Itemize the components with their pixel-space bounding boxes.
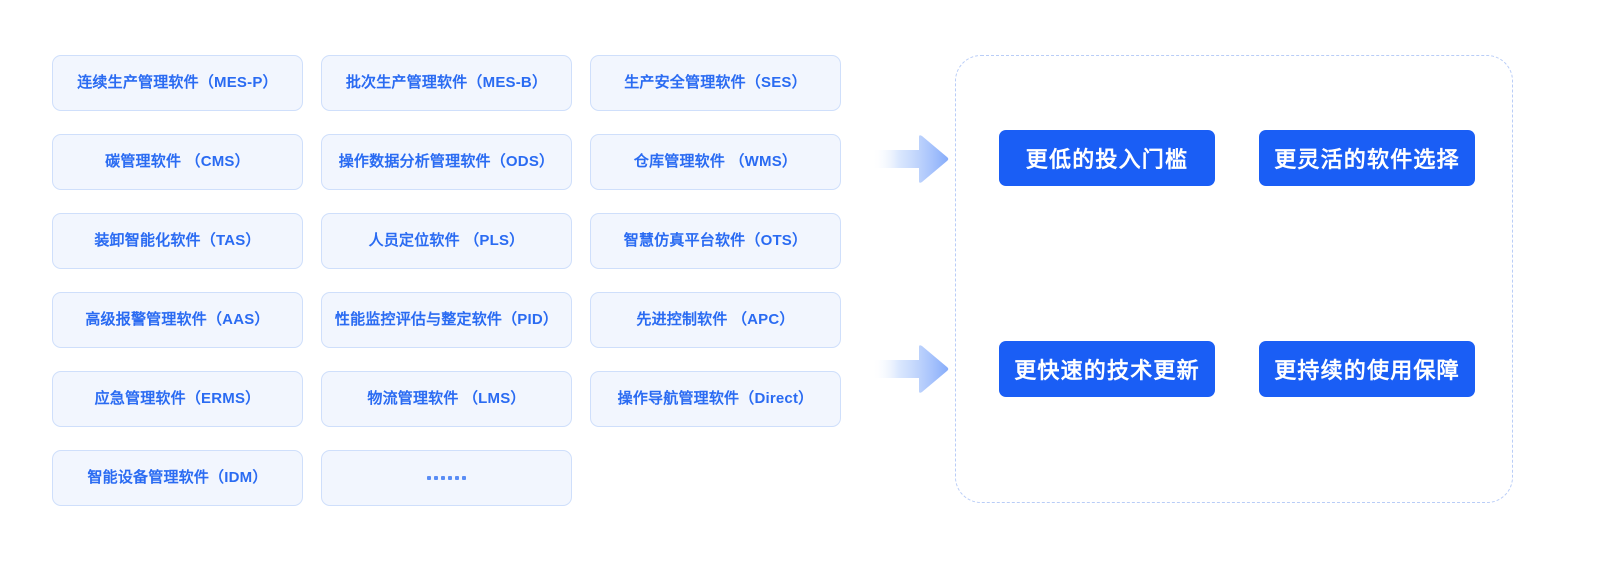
value-chip[interactable]: 更低的投入门槛 <box>999 130 1215 186</box>
software-card-label: 生产安全管理软件（SES） <box>624 74 807 91</box>
ellipsis-icon <box>427 476 466 480</box>
value-chip-label: 更持续的使用保障 <box>1274 358 1460 383</box>
software-card-label: 智慧仿真平台软件（OTS） <box>623 232 808 249</box>
software-card-label: 批次生产管理软件（MES-B） <box>345 74 548 91</box>
value-chip-grid: 更低的投入门槛 更灵活的软件选择更快速的技术更新 更持续的使用保障 <box>999 130 1475 397</box>
software-card[interactable]: 高级报警管理软件（AAS） <box>52 292 303 348</box>
software-card[interactable]: 连续生产管理软件（MES-P） <box>52 55 303 111</box>
software-card[interactable]: 应急管理软件（ERMS） <box>52 371 303 427</box>
value-chip[interactable]: 更持续的使用保障 <box>1259 341 1475 397</box>
software-card-label: 物流管理软件 （LMS） <box>367 390 526 407</box>
software-card-more[interactable] <box>321 450 572 506</box>
software-card-label: 操作数据分析管理软件（ODS） <box>338 153 555 170</box>
software-card[interactable]: 人员定位软件 （PLS） <box>321 213 572 269</box>
software-card-label: 智能设备管理软件（IDM） <box>87 469 268 486</box>
software-card[interactable]: 操作数据分析管理软件（ODS） <box>321 134 572 190</box>
software-card-label: 性能监控评估与整定软件（PID） <box>334 311 559 328</box>
software-card-label: 装卸智能化软件（TAS） <box>94 232 261 249</box>
software-card-label: 连续生产管理软件（MES-P） <box>77 74 278 91</box>
software-card-label: 人员定位软件 （PLS） <box>368 232 525 249</box>
software-card-label: 先进控制软件 （APC） <box>636 311 795 328</box>
software-card[interactable]: 先进控制软件 （APC） <box>590 292 841 348</box>
value-chip[interactable]: 更快速的技术更新 <box>999 341 1215 397</box>
software-card[interactable]: 生产安全管理软件（SES） <box>590 55 841 111</box>
software-card[interactable]: 碳管理软件 （CMS） <box>52 134 303 190</box>
software-card-label: 高级报警管理软件（AAS） <box>85 311 270 328</box>
software-card[interactable]: 物流管理软件 （LMS） <box>321 371 572 427</box>
software-card[interactable]: 仓库管理软件 （WMS） <box>590 134 841 190</box>
software-card-label: 应急管理软件（ERMS） <box>94 390 261 407</box>
value-chip-label: 更灵活的软件选择 <box>1274 147 1460 172</box>
software-card[interactable]: 智慧仿真平台软件（OTS） <box>590 213 841 269</box>
software-card-label: 仓库管理软件 （WMS） <box>633 153 798 170</box>
value-proposition-panel: 更低的投入门槛 更灵活的软件选择更快速的技术更新 更持续的使用保障 <box>955 55 1513 503</box>
value-chip[interactable]: 更灵活的软件选择 <box>1259 130 1475 186</box>
software-card[interactable]: 批次生产管理软件（MES-B） <box>321 55 572 111</box>
grid-spacer <box>590 450 841 506</box>
arrow-right-icon-bottom <box>872 343 950 395</box>
value-chip-label: 更低的投入门槛 <box>1025 147 1189 172</box>
software-card-grid: 连续生产管理软件（MES-P） 批次生产管理软件（MES-B） 生产安全管理软件（S… <box>52 55 842 506</box>
software-card[interactable]: 性能监控评估与整定软件（PID） <box>321 292 572 348</box>
software-card[interactable]: 智能设备管理软件（IDM） <box>52 450 303 506</box>
arrow-right-icon-top <box>872 133 950 185</box>
software-card-label: 操作导航管理软件（Direct） <box>617 390 814 407</box>
value-chip-label: 更快速的技术更新 <box>1014 358 1200 383</box>
software-card-label: 碳管理软件 （CMS） <box>105 153 250 170</box>
software-card[interactable]: 操作导航管理软件（Direct） <box>590 371 841 427</box>
software-card[interactable]: 装卸智能化软件（TAS） <box>52 213 303 269</box>
